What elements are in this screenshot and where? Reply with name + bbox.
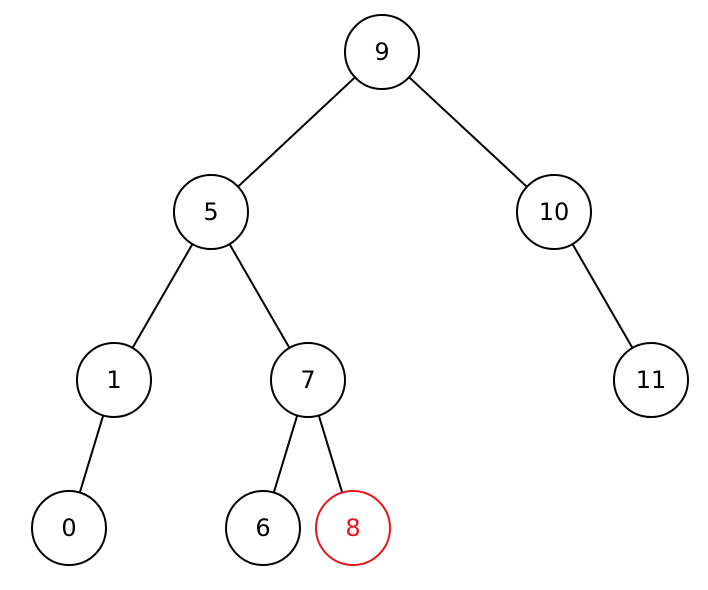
node-circle [344, 14, 420, 90]
edge-n5-n1 [131, 243, 194, 349]
edge-n7-n8 [317, 415, 344, 493]
node-circle [270, 342, 346, 418]
node-label: 1 [106, 366, 121, 394]
edge-n10-n11 [571, 243, 634, 349]
edge-layer [78, 76, 634, 493]
node-label: 10 [539, 198, 570, 226]
tree-node-0: 0 [31, 490, 107, 566]
node-circle [315, 490, 391, 566]
tree-node-7: 7 [270, 342, 346, 418]
edge-n1-n0 [78, 415, 105, 493]
node-layer: 9 5 10 1 7 11 0 6 8 [31, 14, 689, 566]
tree-node-9: 9 [344, 14, 420, 90]
node-circle [225, 490, 301, 566]
tree-node-5: 5 [173, 174, 249, 250]
node-label: 0 [61, 514, 76, 542]
tree-node-1: 1 [76, 342, 152, 418]
tree-node-10: 10 [516, 174, 592, 250]
node-circle [613, 342, 689, 418]
node-label: 8 [345, 514, 360, 542]
node-circle [76, 342, 152, 418]
node-label: 6 [255, 514, 270, 542]
node-label: 7 [300, 366, 315, 394]
edge-n9-n5 [237, 76, 356, 188]
tree-node-11: 11 [613, 342, 689, 418]
node-circle [31, 490, 107, 566]
node-label: 9 [374, 38, 389, 66]
node-label: 5 [203, 198, 218, 226]
node-label: 11 [636, 366, 667, 394]
tree-node-8: 8 [315, 490, 391, 566]
edge-n9-n10 [408, 76, 528, 188]
edge-n5-n7 [228, 243, 291, 349]
node-circle [516, 174, 592, 250]
edge-n7-n6 [272, 415, 299, 493]
node-circle [173, 174, 249, 250]
tree-node-6: 6 [225, 490, 301, 566]
